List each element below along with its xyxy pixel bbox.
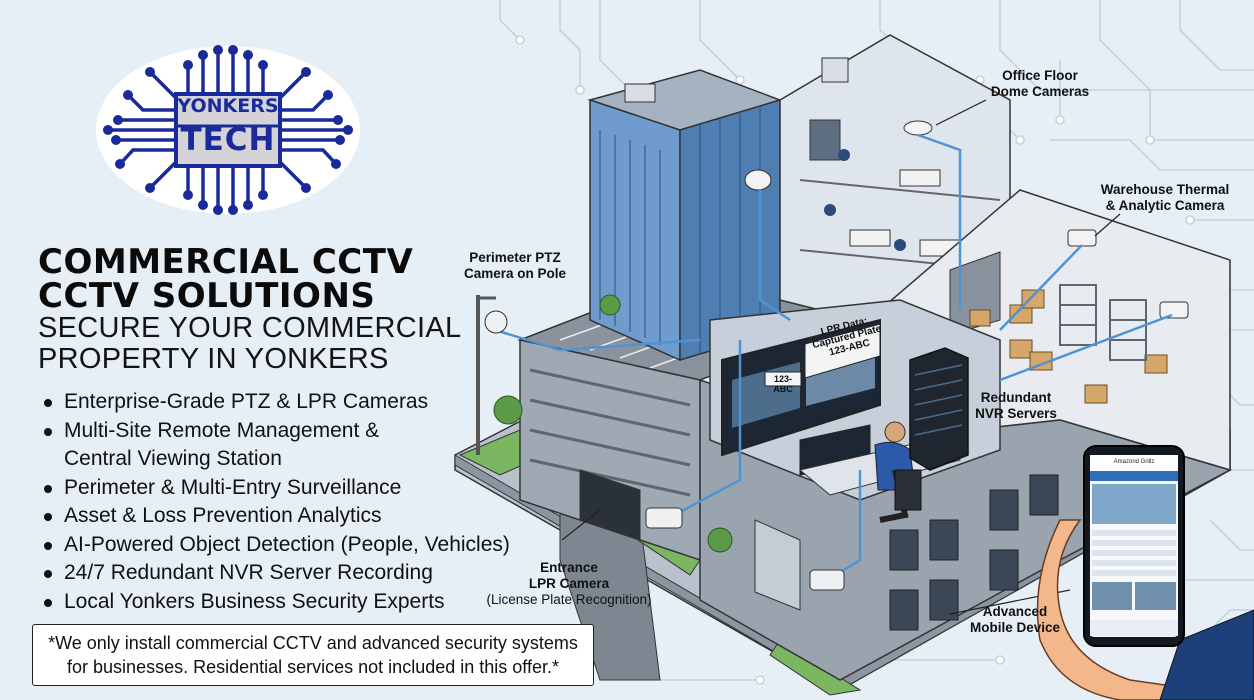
dome-camera-icon	[903, 120, 933, 136]
hvac-unit	[624, 83, 656, 103]
callout-line: Redundant	[980, 390, 1052, 405]
disclaimer-box: *We only install commercial CCTV and adv…	[32, 624, 594, 686]
feature-item: Asset & Loss Prevention Analytics	[44, 502, 510, 531]
callout-mobile: Advanced Mobile Device	[960, 604, 1070, 636]
yonkers-tech-logo	[96, 45, 360, 215]
analytic-camera-icon	[1159, 301, 1189, 319]
callout-line: Entrance	[540, 560, 598, 575]
headline-line-2: CCTV SOLUTIONS	[38, 276, 376, 316]
feature-item: Local Yonkers Business Security Experts	[44, 588, 510, 617]
feature-item: Enterprise-Grade PTZ & LPR Cameras	[44, 388, 510, 417]
callout-nvr: Redundant NVR Servers	[966, 390, 1066, 422]
lpr-camera-icon	[645, 507, 683, 529]
subheadline-line-2: PROPERTY IN YONKERS	[38, 343, 389, 375]
office-tower	[589, 98, 681, 362]
feature-item: Multi-Site Remote Management &	[44, 417, 510, 446]
callout-line: Advanced	[982, 604, 1048, 619]
plate-readout: 123-ABC	[773, 374, 793, 394]
callout-line: Warehouse Thermal	[1100, 182, 1230, 197]
disclaimer-line-1: *We only install commercial CCTV and adv…	[48, 633, 578, 653]
rollup-door	[754, 519, 801, 611]
feature-item: Perimeter & Multi-Entry Surveillance	[44, 474, 510, 503]
dome-camera-icon	[744, 169, 772, 191]
callout-line: LPR Camera	[528, 576, 610, 591]
logo-bottom-text: TECH	[180, 122, 276, 158]
callout-line: Office Floor	[1002, 68, 1078, 83]
headline-line-1: COMMERCIAL CCTV	[38, 242, 414, 282]
callout-entrance-lpr: Entrance LPR Camera (License Plate Recog…	[474, 560, 664, 608]
disclaimer-line-2: for businesses. Residential services not…	[67, 657, 559, 677]
callout-line: Mobile Device	[969, 620, 1061, 635]
thermal-camera-icon	[1067, 229, 1097, 247]
feature-item-continuation: Central Viewing Station	[64, 447, 282, 470]
garage-entrance	[579, 469, 641, 541]
feature-list: Enterprise-Grade PTZ & LPR Cameras Multi…	[44, 388, 510, 616]
phone-app-title: Amazond Grillz	[1113, 459, 1155, 465]
sleeve	[1159, 609, 1254, 700]
entrance-camera-icon	[809, 569, 845, 591]
callout-line: & Analytic Camera	[1105, 198, 1225, 213]
feature-item: 24/7 Redundant NVR Server Recording	[44, 559, 510, 588]
subheadline-line-1: SECURE YOUR COMMERCIAL	[38, 312, 462, 344]
callout-office-dome: Office Floor Dome Cameras	[980, 68, 1100, 100]
lpr-data-panel	[804, 323, 881, 379]
nvr-server-rack	[909, 347, 969, 471]
plate-tag	[764, 371, 802, 387]
callout-line: Camera on Pole	[463, 266, 567, 281]
logo-top-text: YONKERS	[177, 95, 279, 117]
callout-line: NVR Servers	[975, 406, 1057, 421]
callout-line: Perimeter PTZ	[469, 250, 561, 265]
callout-warehouse: Warehouse Thermal & Analytic Camera	[1090, 182, 1240, 214]
callout-line: (License Plate Recognition)	[486, 592, 652, 607]
callout-line: Dome Cameras	[990, 84, 1090, 99]
feature-item: AI-Powered Object Detection (People, Veh…	[44, 531, 510, 560]
callout-ptz: Perimeter PTZ Camera on Pole	[460, 250, 570, 282]
ptz-camera-icon	[484, 310, 508, 334]
